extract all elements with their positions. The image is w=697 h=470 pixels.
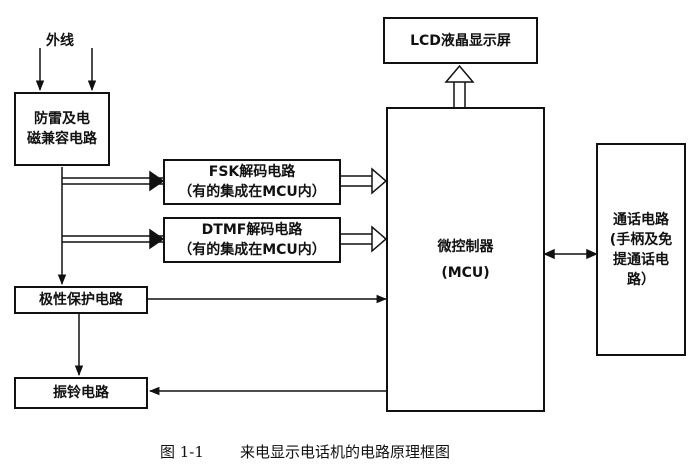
- talk-box-line-4: 路）: [627, 271, 655, 288]
- dtmf-decoder-box: DTMF解码电路 （有的集成在MCU内）: [163, 217, 341, 263]
- ringer-box-label: 振铃电路: [53, 385, 109, 401]
- polarity-protection-box: 极性保护电路: [14, 286, 148, 314]
- to-dtmf-arrowhead: [149, 228, 165, 250]
- mcu-talk-arrow-right: [586, 248, 598, 260]
- fsk-to-mcu-arrowhead: [371, 167, 388, 195]
- talk-box-line-2: (手柄及免: [609, 231, 673, 248]
- dtmf-to-mcu-arrowhead: [371, 225, 388, 253]
- surge-box-line-2: 磁兼容电路: [27, 131, 97, 147]
- mcu-box: 微控制器 (MCU): [386, 107, 545, 412]
- talk-box-line-3: 提通话电: [613, 251, 669, 268]
- lcd-box-label: LCD液晶显示屏: [410, 32, 511, 49]
- to-fsk-arrowhead: [149, 170, 165, 192]
- mcu-talk-arrow-left: [543, 248, 555, 260]
- figure-caption: 来电显示电话机的电路原理框图: [240, 443, 451, 461]
- mcu-box-line-1: 微控制器: [437, 238, 494, 255]
- fsk-decoder-box: FSK解码电路 （有的集成在MCU内）: [163, 159, 341, 205]
- surge-box-line-1: 防雷及电: [34, 111, 90, 127]
- polarity-box-label: 极性保护电路: [39, 292, 123, 308]
- external-line-label: 外线: [46, 33, 74, 49]
- mcu-box-line-2: (MCU): [441, 264, 490, 281]
- ringer-circuit-box: 振铃电路: [14, 377, 148, 409]
- dtmf-box-line-1: DTMF解码电路: [201, 222, 303, 238]
- talk-box-line-1: 通话电路: [613, 211, 669, 228]
- dtmf-box-line-2: （有的集成在MCU内）: [178, 242, 326, 258]
- mcu-to-lcd-arrowhead: [444, 64, 475, 83]
- talk-circuit-box: 通话电路 (手柄及免 提通话电 路）: [596, 143, 686, 356]
- figure-number: 图 1-1: [160, 443, 204, 461]
- surge-emc-circuit-box: 防雷及电 磁兼容电路: [14, 92, 110, 166]
- fsk-box-line-2: （有的集成在MCU内）: [178, 184, 326, 200]
- fsk-box-line-1: FSK解码电路: [208, 164, 296, 180]
- lcd-display-box: LCD液晶显示屏: [383, 17, 538, 64]
